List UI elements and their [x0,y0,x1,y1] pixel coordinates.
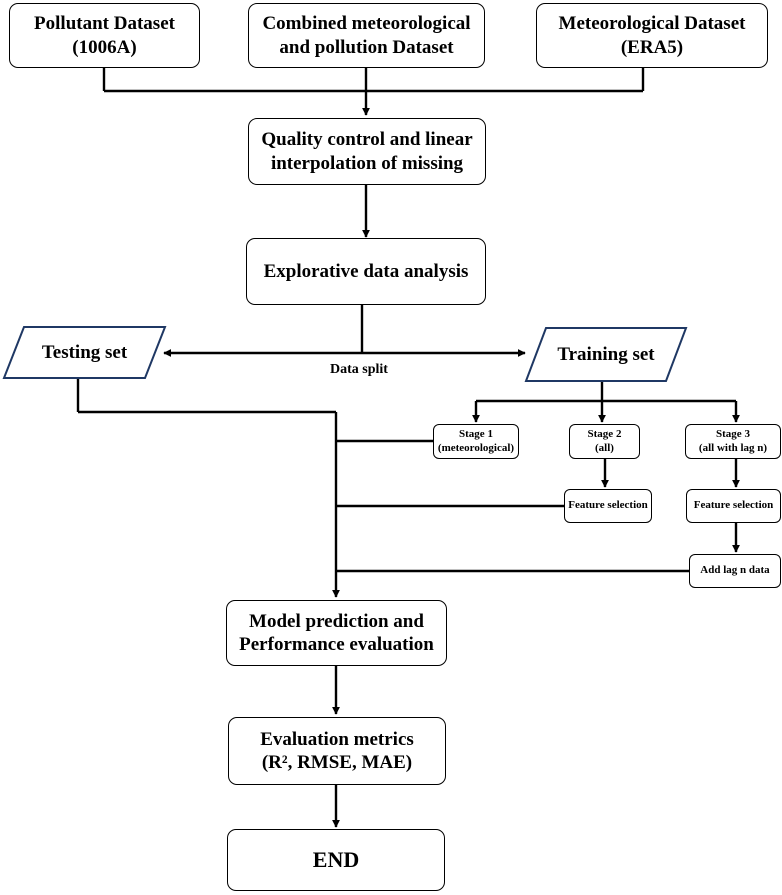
quality-control-box: Quality control and linear interpolation… [248,118,486,185]
evaluation-metrics-box: Evaluation metrics (R², RMSE, MAE) [228,717,446,785]
training-set-shape [524,327,688,382]
combined-dataset-box: Combined meteorological and pollution Da… [248,3,485,68]
feature-selection-stage3-box: Feature selection [686,489,781,523]
model-prediction-box: Model prediction and Performance evaluat… [226,600,447,666]
pollutant-dataset-box: Pollutant Dataset (1006A) [9,3,200,68]
stage2-box: Stage 2 (all) [569,424,640,459]
feature-selection-stage2-box: Feature selection [564,489,652,523]
testing-set-shape [2,326,167,379]
add-lag-box: Add lag n data [689,554,781,588]
meteorological-dataset-box: Meteorological Dataset (ERA5) [536,3,768,68]
data-split-label: Data split [330,362,388,377]
training-set-label: Training set [557,343,655,365]
stage1-box: Stage 1 (meteorological) [433,424,519,459]
end-box: END [227,829,445,891]
stage3-box: Stage 3 (all with lag n) [685,424,781,459]
eda-box: Explorative data analysis [246,238,486,305]
testing-set-label: Testing set [41,341,128,363]
